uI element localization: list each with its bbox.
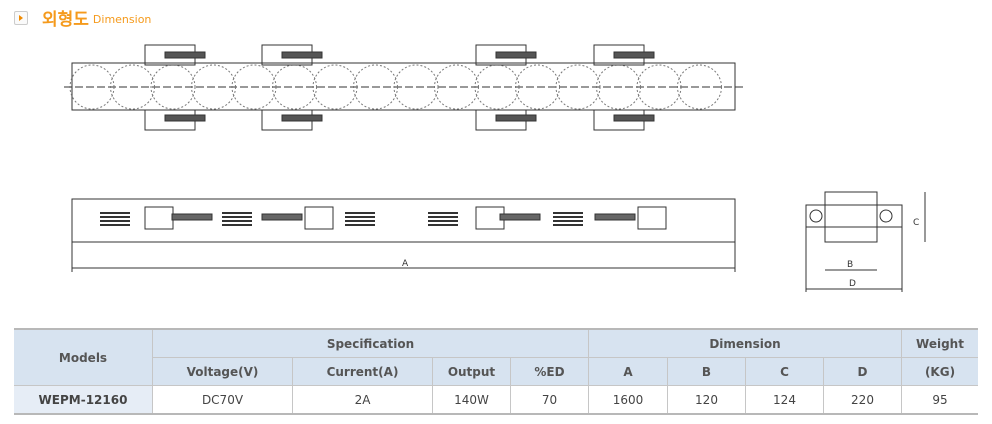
connector xyxy=(164,114,206,122)
magnet-circle xyxy=(191,64,236,110)
side-core xyxy=(824,191,878,243)
connector xyxy=(594,213,636,221)
cell: 220 xyxy=(823,385,902,415)
connector xyxy=(499,213,541,221)
header-weight: Weight xyxy=(901,328,978,358)
spec-table: Models Specification Dimension Weight Vo… xyxy=(14,328,978,415)
connector xyxy=(495,51,537,59)
title-korean: 외형도 xyxy=(42,10,89,30)
magnet-circle xyxy=(596,64,641,110)
magnet-circle xyxy=(312,64,358,110)
col-current: Current(A) xyxy=(292,357,433,386)
front-block xyxy=(144,206,174,230)
top-view xyxy=(64,44,745,131)
magnet-circle xyxy=(231,64,277,110)
col-a: A xyxy=(588,357,668,386)
label-b: B xyxy=(847,260,853,270)
magnet-circle xyxy=(515,64,560,110)
connector xyxy=(613,114,655,122)
header-specification: Specification xyxy=(152,328,589,358)
cell: 2A xyxy=(292,385,433,415)
connector xyxy=(261,213,303,221)
front-block xyxy=(304,206,334,230)
col-b: B xyxy=(667,357,746,386)
magnet-circle xyxy=(677,64,722,110)
magnet-circle xyxy=(636,64,682,110)
col-c: C xyxy=(745,357,824,386)
magnet-circle xyxy=(69,64,115,110)
col-d: D xyxy=(823,357,902,386)
cell: 1600 xyxy=(588,385,668,415)
magnet-circle xyxy=(474,64,520,110)
connector xyxy=(281,51,323,59)
magnet-circle xyxy=(150,64,196,110)
cell: 70 xyxy=(510,385,589,415)
connector xyxy=(171,213,213,221)
cell: 95 xyxy=(901,385,978,415)
header-models: Models xyxy=(14,328,153,386)
label-d: D xyxy=(849,279,856,289)
magnet-circle xyxy=(353,64,398,110)
top-body xyxy=(71,62,736,111)
label-a: A xyxy=(402,259,409,269)
cell: 120 xyxy=(667,385,746,415)
col-kg: (KG) xyxy=(901,357,978,386)
front-block xyxy=(637,206,667,230)
front-body xyxy=(71,198,736,243)
table-row: WEPM-12160 DC70V 2A 140W 70 1600 120 124… xyxy=(14,385,978,415)
cell-model: WEPM-12160 xyxy=(14,385,153,415)
header-dimension: Dimension xyxy=(588,328,902,358)
magnet-circle xyxy=(110,64,155,110)
connector xyxy=(495,114,537,122)
magnet-circle xyxy=(272,64,317,110)
connector xyxy=(164,51,206,59)
play-bullet-icon xyxy=(14,10,28,25)
magnet-circle xyxy=(393,64,439,110)
connector xyxy=(613,51,655,59)
section-title: 외형도 Dimension xyxy=(14,5,151,30)
side-view xyxy=(805,191,926,292)
front-view xyxy=(71,198,736,272)
title-english: Dimension xyxy=(92,13,152,26)
col-output: Output xyxy=(432,357,511,386)
label-c: C xyxy=(913,218,919,228)
col-voltage: Voltage(V) xyxy=(152,357,293,386)
cell: 124 xyxy=(745,385,824,415)
cell: DC70V xyxy=(152,385,293,415)
magnet-circle xyxy=(434,64,479,110)
side-bolt xyxy=(809,209,823,223)
cell: 140W xyxy=(432,385,511,415)
magnet-circle xyxy=(555,64,601,110)
dimension-drawing: A B D C xyxy=(64,44,926,292)
side-body xyxy=(805,204,903,228)
side-bolt xyxy=(879,209,893,223)
connector xyxy=(281,114,323,122)
col-ed: %ED xyxy=(510,357,589,386)
